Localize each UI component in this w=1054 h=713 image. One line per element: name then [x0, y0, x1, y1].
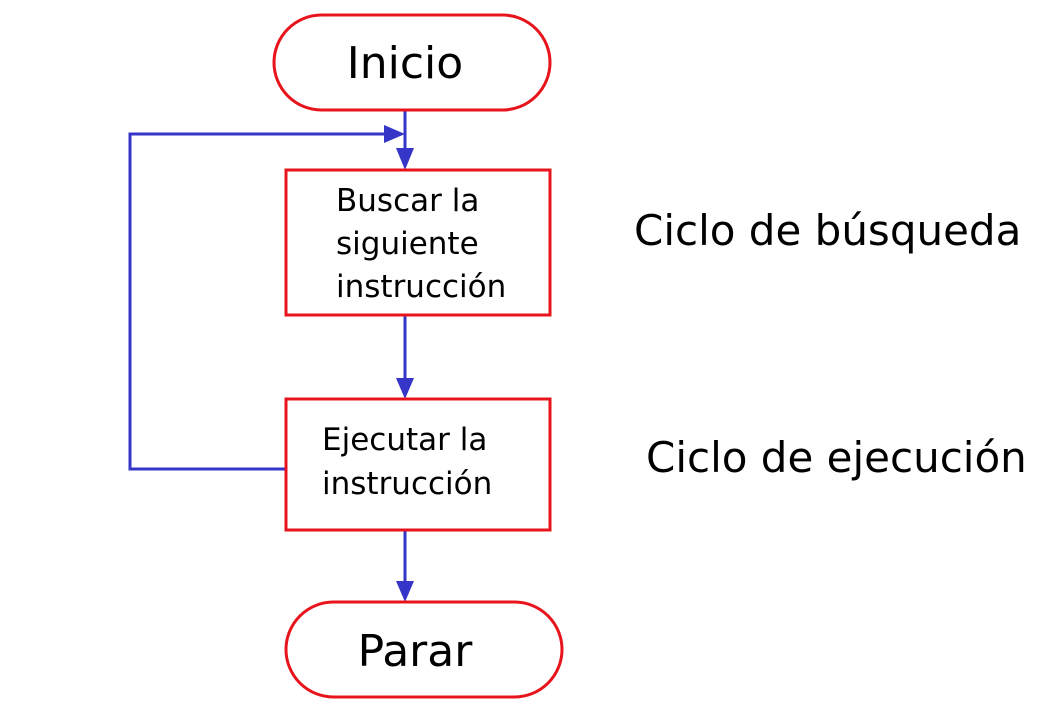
phase-label-fetch: Ciclo de búsqueda [634, 206, 1021, 255]
connectors [128, 110, 414, 602]
execute-node: Ejecutar la instrucción [284, 397, 552, 532]
stop-node-label: Parar [358, 626, 474, 677]
stop-node-shape [284, 600, 564, 699]
edge-execute-loop-back [128, 132, 388, 471]
fetch-node-line-1: Buscar la [336, 183, 479, 219]
fetch-node: Buscar la siguiente instrucción [284, 168, 552, 317]
fetch-node-shape [284, 168, 552, 317]
fetch-node-line-2: siguiente [336, 226, 479, 262]
execute-node-line-1: Ejecutar la [322, 422, 487, 458]
fetch-node-line-3: instrucción [336, 269, 506, 305]
start-node-label: Inicio [347, 38, 463, 89]
arrowhead-loop-back [384, 125, 405, 143]
execute-node-shape [284, 397, 552, 532]
arrowhead-fetch-to-execute [396, 378, 414, 399]
start-node-shape [272, 13, 552, 112]
execute-node-line-2: instrucción [322, 466, 492, 502]
stop-node: Parar [284, 600, 564, 699]
arrowhead-start-to-fetch [396, 148, 414, 170]
phase-label-execute: Ciclo de ejecución [646, 433, 1027, 482]
arrowhead-execute-to-stop [396, 581, 414, 602]
start-node: Inicio [272, 13, 552, 112]
